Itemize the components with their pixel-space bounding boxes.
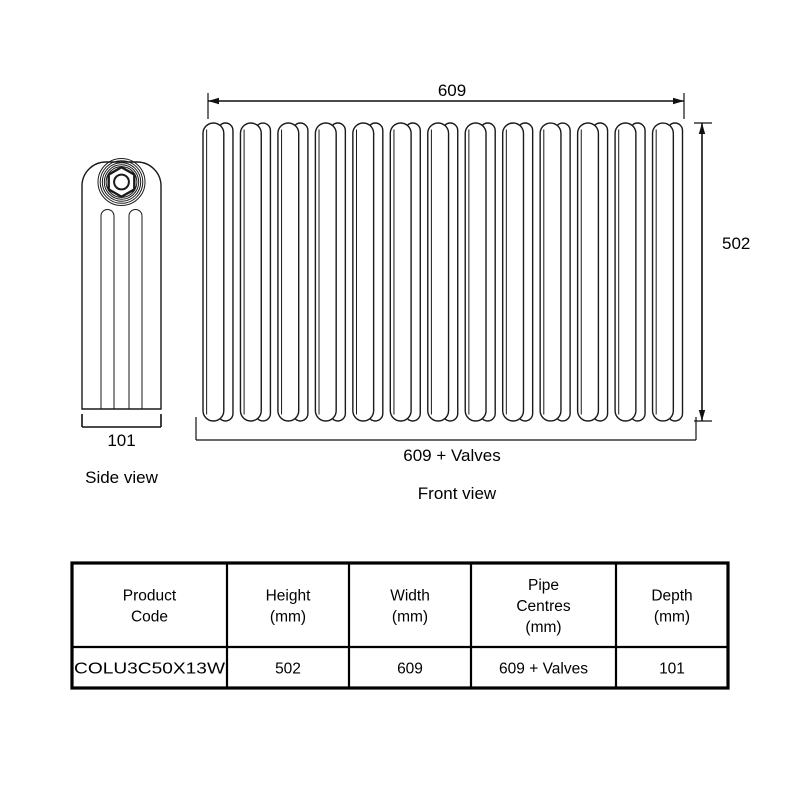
section-front-outline: [501, 122, 525, 422]
width-dim-arrow-right: [673, 97, 684, 105]
side-view-depth-dimension: 101: [81, 414, 162, 450]
section-front-outline: [427, 122, 450, 422]
table-header-cell: Height(mm): [266, 588, 311, 626]
side-view-depth-label: 101: [107, 431, 135, 450]
section-front-outline: [464, 122, 487, 422]
height-dim-arrow-top: [698, 123, 706, 134]
section-front-outline: [651, 122, 675, 422]
radiator-section: [651, 122, 675, 422]
radiator-section: [352, 122, 375, 422]
radiator-section: [501, 122, 525, 422]
side-view-body-outline: [81, 161, 162, 410]
radiator-section: [576, 122, 600, 422]
radiator-section: [202, 122, 225, 422]
side-view-caption: Side view: [85, 468, 158, 487]
table-header-cell: Width(mm): [390, 588, 430, 626]
section-front-outline: [576, 122, 600, 422]
height-dim-arrow-bottom: [698, 410, 706, 421]
table-header-cell: Depth(mm): [651, 588, 692, 626]
front-view-group: 609 502 609 + Valves Front view: [195, 81, 750, 503]
section-front-outline: [352, 122, 375, 422]
section-front-outline: [314, 122, 337, 422]
width-dim-arrow-left: [208, 97, 219, 105]
front-view-height-label: 502: [722, 234, 750, 253]
side-view-bore-circle: [113, 173, 130, 191]
side-view-slot-right: [128, 208, 143, 409]
table-cell-depth: 101: [659, 661, 685, 678]
front-view-pipe-centres-dimension: 609 + Valves: [195, 417, 697, 465]
front-view-sections: [202, 122, 684, 422]
table-cell-pipe-centres: 609 + Valves: [499, 661, 588, 678]
radiator-section: [539, 122, 562, 422]
table-cell-height: 502: [275, 661, 301, 678]
front-view-caption: Front view: [418, 484, 497, 503]
section-front-outline: [614, 122, 637, 422]
radiator-section: [277, 122, 300, 422]
front-view-height-dimension: 502: [694, 122, 750, 422]
front-view-width-dimension: 609: [207, 81, 685, 119]
front-view-pipe-centres-label: 609 + Valves: [403, 446, 501, 465]
side-view-slot-left: [100, 208, 115, 409]
section-front-outline: [389, 122, 412, 422]
table-outer-border: [70, 561, 730, 690]
radiator-section: [389, 122, 412, 422]
radiator-section: [614, 122, 637, 422]
radiator-section: [427, 122, 450, 422]
section-front-outline: [277, 122, 300, 422]
radiator-section: [314, 122, 337, 422]
radiator-section: [239, 122, 262, 422]
section-front-outline: [539, 122, 562, 422]
radiator-section: [464, 122, 487, 422]
table-cell-width: 609: [397, 661, 423, 678]
section-front-outline: [239, 122, 262, 422]
front-view-width-label: 609: [438, 81, 466, 100]
side-view-group: 101 Side view: [81, 158, 162, 487]
table-cell-product-code: COLU3C50X13W: [74, 661, 225, 678]
section-front-outline: [202, 122, 225, 422]
